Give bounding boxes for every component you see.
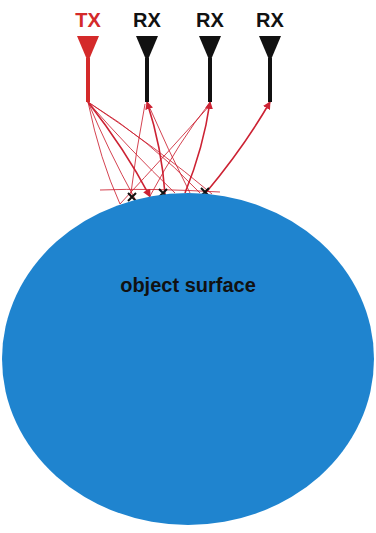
surface-label: object surface (2, 193, 374, 297)
antenna-symbol (64, 32, 112, 102)
ray (148, 104, 190, 193)
antenna-label: TX (64, 8, 112, 32)
ray (88, 102, 212, 194)
antenna: RX (246, 8, 294, 102)
ray-connector (147, 102, 165, 194)
antenna-symbol (246, 32, 294, 102)
antenna-symbol (186, 32, 234, 102)
antenna-label: RX (186, 8, 234, 32)
antenna-stem (145, 58, 149, 102)
antenna: RX (186, 8, 234, 102)
surface-ellipse (2, 193, 374, 525)
ray (88, 102, 120, 204)
antenna-symbol (123, 32, 171, 102)
ray-connector (205, 102, 270, 194)
object-surface: object surface (2, 193, 374, 525)
x-mark (128, 193, 136, 201)
antenna-label: RX (246, 8, 294, 32)
antenna-stem (208, 58, 212, 102)
ray-connector (88, 102, 150, 197)
ray-connector (185, 102, 210, 193)
antenna-label: RX (123, 8, 171, 32)
antenna: RX (123, 8, 171, 102)
surface-fill (2, 193, 374, 525)
ray (88, 102, 135, 199)
ray (88, 102, 200, 193)
antenna: TX (64, 8, 112, 102)
ray (88, 102, 175, 193)
antenna-stem (86, 58, 90, 102)
antenna-stem (268, 58, 272, 102)
